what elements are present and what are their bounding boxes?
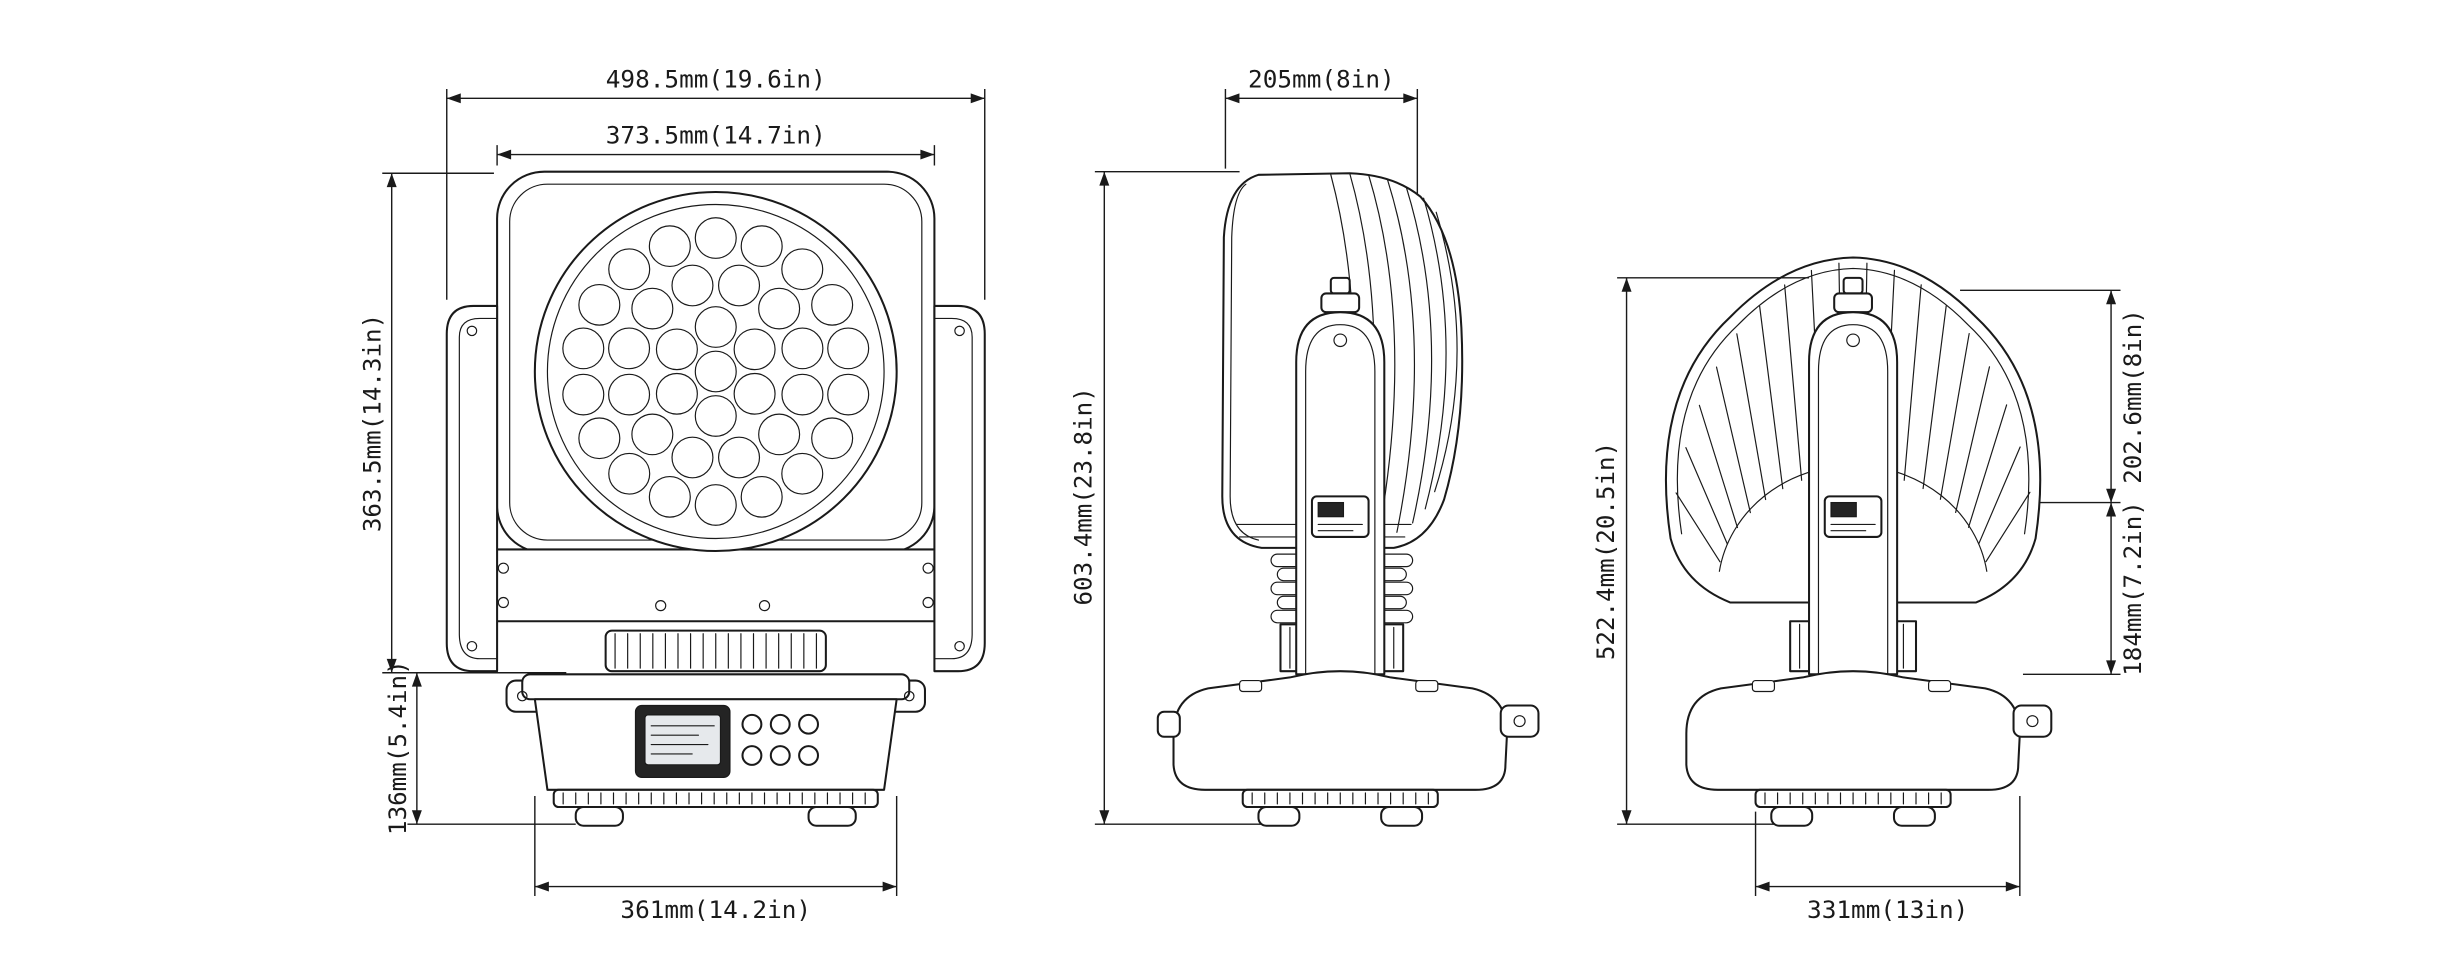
side-head-fins bbox=[1330, 172, 1458, 544]
dim-front-head-height: 363.5mm(14.3in) bbox=[358, 172, 567, 674]
rear-foot-right bbox=[1892, 805, 1936, 827]
side-base-handle-right bbox=[1499, 704, 1540, 738]
front-foot-right bbox=[807, 805, 857, 827]
rear-base-body bbox=[1685, 670, 2021, 791]
rear-logo-mark bbox=[1830, 501, 1857, 518]
rear-head-shell-inner bbox=[1676, 267, 2030, 535]
front-yoke-arm-right-inner bbox=[933, 317, 973, 660]
dim-front-base-height: 136mm(5.4in) bbox=[383, 660, 576, 835]
side-yoke-arm-inner bbox=[1305, 324, 1376, 675]
front-lens-bezel-outer bbox=[533, 190, 898, 553]
rear-view: 522.4mm(20.5in) 202.6mm(8in) 184mm(7.2in… bbox=[1591, 256, 2147, 924]
rear-yoke-handle-knob bbox=[1842, 276, 1864, 295]
dim-label-front-base-height: 136mm(5.4in) bbox=[383, 660, 412, 835]
front-base bbox=[505, 673, 926, 827]
dim-rear-lower-section: 184mm(7.2in) bbox=[2022, 501, 2147, 676]
front-base-grille bbox=[562, 792, 866, 805]
front-foot-left bbox=[574, 805, 624, 827]
dim-side-head-depth: 205mm(8in) bbox=[1224, 64, 1419, 196]
side-view: 205mm(8in) 603.4mm(23.8in) bbox=[1069, 64, 1540, 827]
side-logo-mark bbox=[1317, 501, 1345, 518]
front-yoke-arm-right bbox=[933, 304, 986, 673]
menu-buttons[interactable] bbox=[741, 713, 820, 766]
dim-front-outer-width: 498.5mm(19.6in) bbox=[446, 64, 986, 300]
dim-rear-yoke-height: 522.4mm(20.5in) bbox=[1591, 277, 1810, 825]
side-yoke-handle-base bbox=[1320, 292, 1361, 314]
side-head-front-bezel bbox=[1229, 183, 1260, 541]
dim-label-rear-yoke-height: 522.4mm(20.5in) bbox=[1591, 442, 1620, 660]
front-lens-bezel-inner bbox=[546, 203, 885, 540]
dim-label-side-head-depth: 205mm(8in) bbox=[1248, 64, 1395, 93]
side-yoke-arm bbox=[1295, 311, 1386, 676]
dim-rear-upper-depth: 202.6mm(8in) bbox=[1960, 289, 2147, 504]
dim-label-front-outer-width: 498.5mm(19.6in) bbox=[606, 64, 826, 93]
display-text-lines bbox=[650, 725, 715, 755]
side-base bbox=[1156, 670, 1540, 827]
rear-yoke bbox=[1808, 276, 1899, 676]
rear-base bbox=[1685, 670, 2053, 827]
rear-yoke-handle-base bbox=[1833, 292, 1873, 314]
front-base-bottom-plate bbox=[552, 788, 879, 808]
front-lens-array bbox=[562, 217, 870, 526]
dim-label-rear-base-width: 331mm(13in) bbox=[1807, 895, 1968, 924]
side-base-grille bbox=[1251, 792, 1429, 805]
rear-yoke-arm bbox=[1808, 311, 1899, 676]
dim-front-base-width: 361mm(14.2in) bbox=[534, 796, 898, 924]
front-pan-ticks bbox=[614, 633, 818, 669]
rear-base-handle-right bbox=[2012, 704, 2053, 738]
dim-label-front-head-width: 373.5mm(14.7in) bbox=[606, 121, 826, 150]
front-base-top-plate bbox=[521, 673, 911, 701]
dim-front-head-width: 373.5mm(14.7in) bbox=[496, 121, 936, 166]
front-yoke-arm-left bbox=[445, 304, 499, 673]
front-head-lower-band bbox=[480, 548, 952, 623]
side-base-body bbox=[1172, 670, 1509, 791]
side-yoke bbox=[1295, 276, 1386, 676]
dim-label-rear-lower-section: 184mm(7.2in) bbox=[2118, 501, 2147, 676]
front-yoke bbox=[445, 304, 986, 673]
side-foot-right bbox=[1380, 805, 1424, 827]
front-band-screws bbox=[497, 562, 934, 612]
dim-label-side-total-height: 603.4mm(23.8in) bbox=[1069, 387, 1098, 605]
side-base-latch-left bbox=[1156, 710, 1181, 738]
front-view: 498.5mm(19.6in) 373.5mm(14.7in) 363.5mm(… bbox=[358, 64, 986, 924]
front-pan-section bbox=[604, 629, 827, 673]
rear-yoke-arm-inner bbox=[1817, 324, 1889, 675]
side-foot-left bbox=[1257, 805, 1301, 827]
dim-side-total-height: 603.4mm(23.8in) bbox=[1069, 170, 1262, 825]
dim-label-rear-upper-depth: 202.6mm(8in) bbox=[2118, 309, 2147, 484]
front-yoke-arm-left-inner bbox=[458, 317, 498, 660]
front-head bbox=[480, 170, 952, 623]
rear-base-grille bbox=[1764, 792, 1942, 805]
display-screen bbox=[644, 714, 722, 766]
dim-label-front-head-height: 363.5mm(14.3in) bbox=[358, 314, 387, 532]
dim-rear-base-width: 331mm(13in) bbox=[1754, 796, 2021, 924]
dim-label-front-base-width: 361mm(14.2in) bbox=[620, 895, 811, 924]
rear-foot-left bbox=[1770, 805, 1814, 827]
side-yoke-handle-knob bbox=[1329, 276, 1351, 295]
